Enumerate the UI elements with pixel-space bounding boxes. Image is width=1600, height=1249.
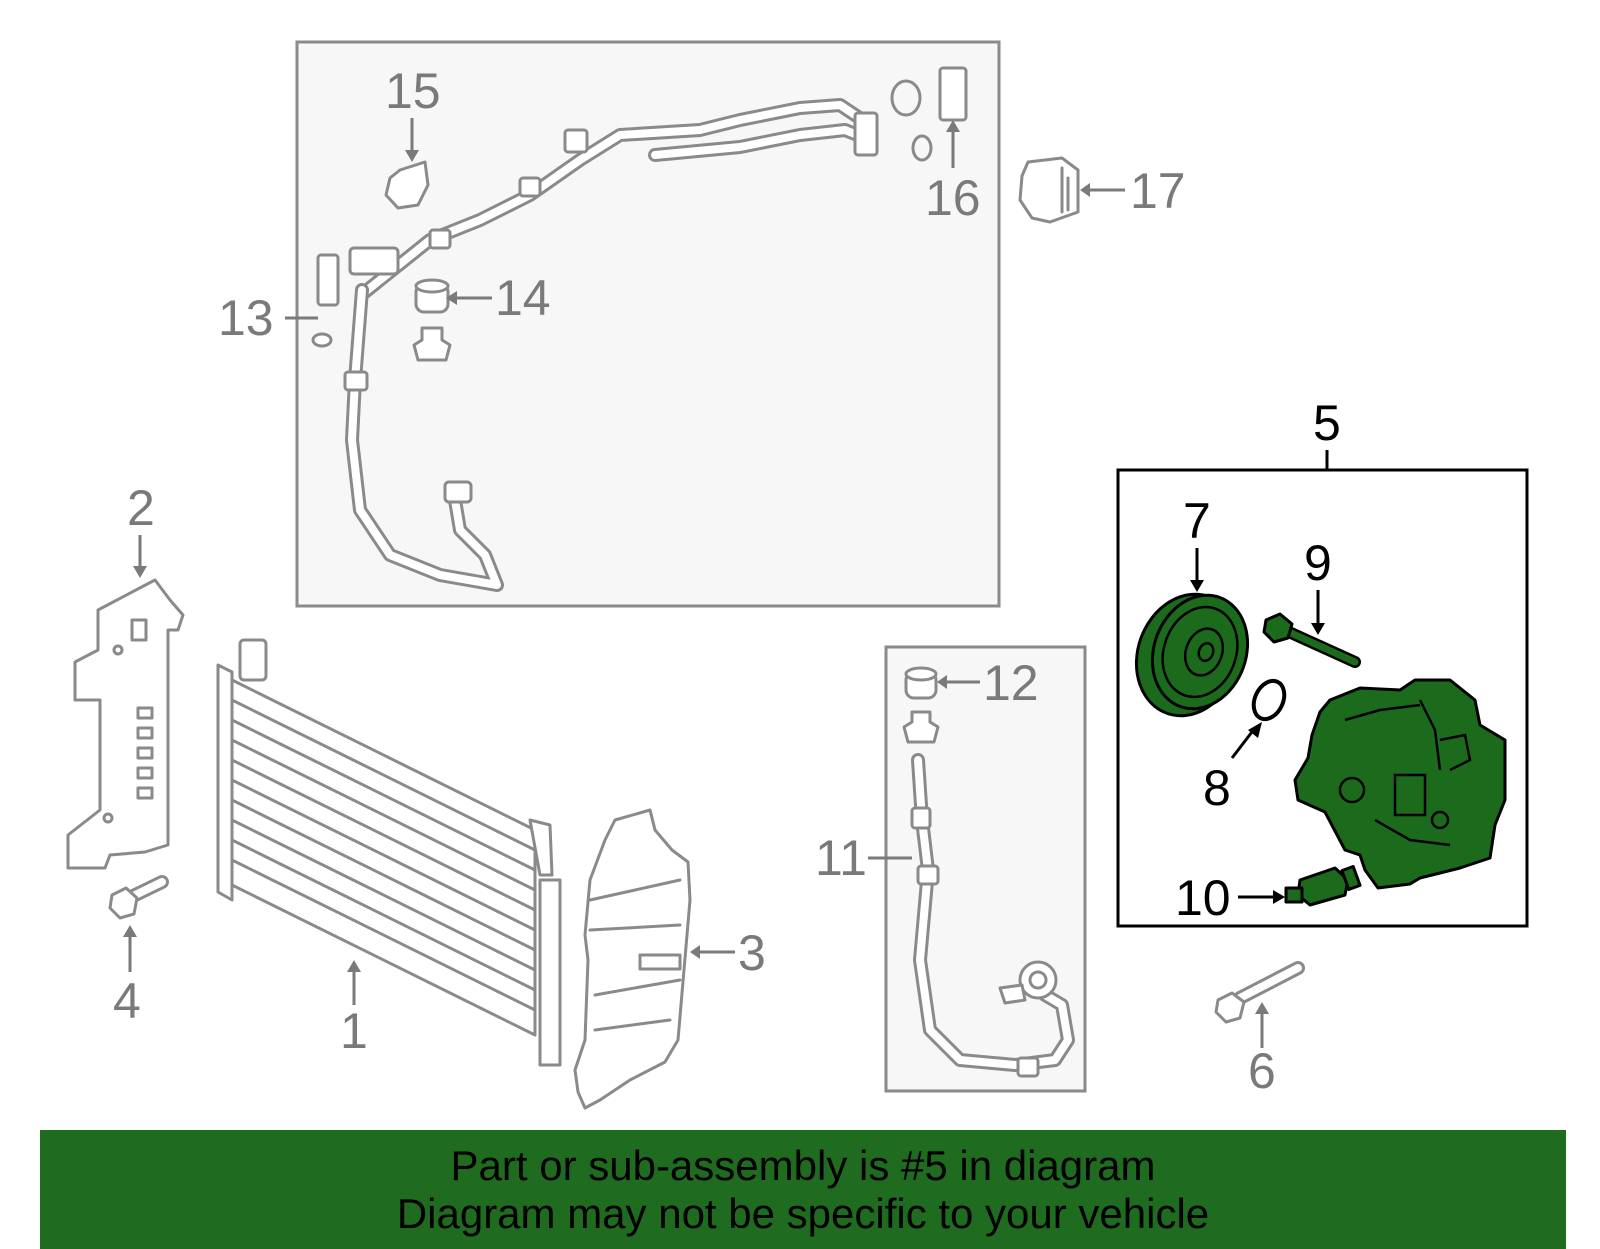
part-3-shield bbox=[573, 808, 692, 1110]
part-17-block bbox=[1018, 156, 1080, 224]
compressor-body bbox=[1293, 678, 1507, 890]
callout-8: 8 bbox=[1203, 760, 1231, 816]
part-2-bracket bbox=[66, 578, 185, 870]
callout-4: 4 bbox=[113, 973, 141, 1029]
callout-9: 9 bbox=[1304, 535, 1332, 591]
part-6-bolt bbox=[1214, 961, 1305, 1024]
part-16-expansion-valve bbox=[890, 66, 968, 162]
callout-11: 11 bbox=[815, 830, 867, 886]
callout-5: 5 bbox=[1313, 395, 1341, 451]
part-15-sensor bbox=[384, 160, 430, 210]
banner-line-2: Diagram may not be specific to your vehi… bbox=[396, 1190, 1210, 1237]
callout-2: 2 bbox=[127, 480, 155, 536]
part-4-bolt bbox=[108, 875, 169, 920]
part-11-hose bbox=[910, 753, 1075, 1078]
part-10-pressure-switch bbox=[1284, 865, 1362, 907]
callout-15: 15 bbox=[385, 63, 441, 119]
banner-line-1: Part or sub-assembly is #5 in diagram bbox=[450, 1142, 1156, 1189]
callout-3: 3 bbox=[738, 925, 766, 981]
part-14-cap bbox=[412, 278, 452, 362]
callout-12: 12 bbox=[983, 655, 1039, 711]
part-12-cap bbox=[902, 666, 940, 744]
info-banner: Part or sub-assembly is #5 in diagram Di… bbox=[40, 1130, 1566, 1249]
callout-10: 10 bbox=[1175, 870, 1231, 926]
part-1-condenser bbox=[216, 638, 562, 1067]
callout-14: 14 bbox=[495, 270, 551, 326]
callout-6: 6 bbox=[1248, 1043, 1276, 1099]
callout-13: 13 bbox=[218, 290, 274, 346]
ac-hose-13 bbox=[311, 98, 879, 592]
callout-7: 7 bbox=[1183, 493, 1211, 549]
part-7-clutch-pulley bbox=[1134, 592, 1250, 718]
part-9-bolt bbox=[1262, 612, 1361, 668]
callout-17: 17 bbox=[1130, 163, 1186, 219]
callout-16: 16 bbox=[925, 170, 981, 226]
part-8-snap-ring bbox=[1251, 678, 1287, 722]
callout-1: 1 bbox=[340, 1003, 368, 1059]
